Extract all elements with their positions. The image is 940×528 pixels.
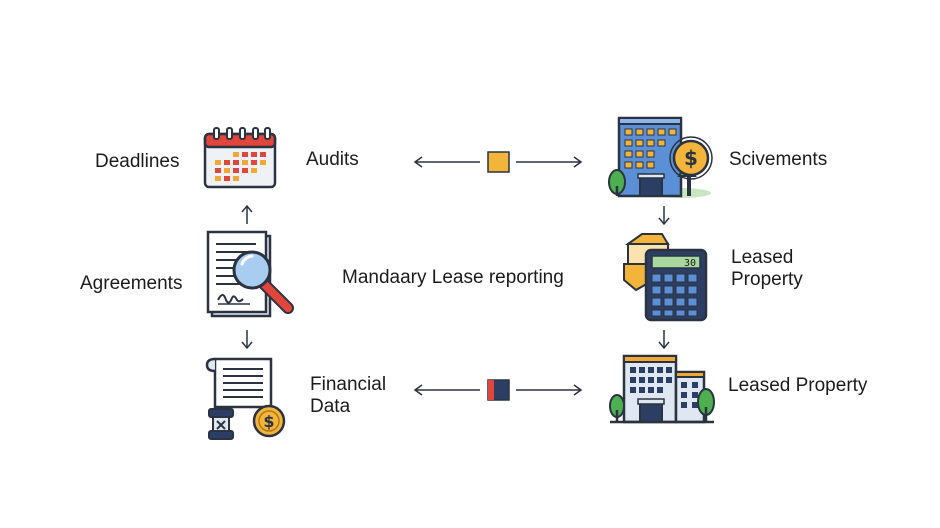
arrow-down-icon bbox=[658, 206, 670, 226]
arrow-left-icon bbox=[413, 384, 423, 396]
audits-label: Audits bbox=[306, 149, 359, 170]
arrow-down-icon bbox=[658, 330, 670, 350]
receipt-scroll-icon: $ bbox=[205, 357, 286, 440]
arrow-down-icon bbox=[241, 330, 253, 350]
square-marker-icon bbox=[487, 151, 510, 173]
building-dollar-icon: $ bbox=[608, 116, 713, 198]
top-bidirectional-connector bbox=[413, 151, 583, 173]
scivements-label: Scivements bbox=[729, 149, 828, 170]
financial-data-label: Financial Data bbox=[310, 374, 387, 417]
calculator-display: 30 bbox=[684, 258, 696, 269]
arrow-left-icon bbox=[413, 156, 423, 168]
arrow-up-icon bbox=[241, 204, 253, 224]
arrow-right-icon bbox=[573, 384, 583, 396]
svg-text:$: $ bbox=[684, 146, 698, 170]
office-building-icon bbox=[609, 354, 715, 424]
leased-property-label-1: Leased Property bbox=[731, 247, 803, 290]
svg-text:$: $ bbox=[263, 412, 274, 431]
bottom-bidirectional-connector bbox=[413, 379, 583, 401]
agreements-label: Agreements bbox=[80, 273, 183, 294]
leased-property-label-2: Leased Property bbox=[728, 375, 868, 396]
arrow-right-icon bbox=[573, 156, 583, 168]
calculator-icon: 30 bbox=[623, 233, 708, 322]
center-title: Mandaary Lease reporting bbox=[342, 267, 564, 288]
calendar-icon bbox=[203, 127, 277, 189]
deadlines-label: Deadlines bbox=[95, 151, 180, 172]
document-magnifier-icon bbox=[206, 230, 294, 318]
